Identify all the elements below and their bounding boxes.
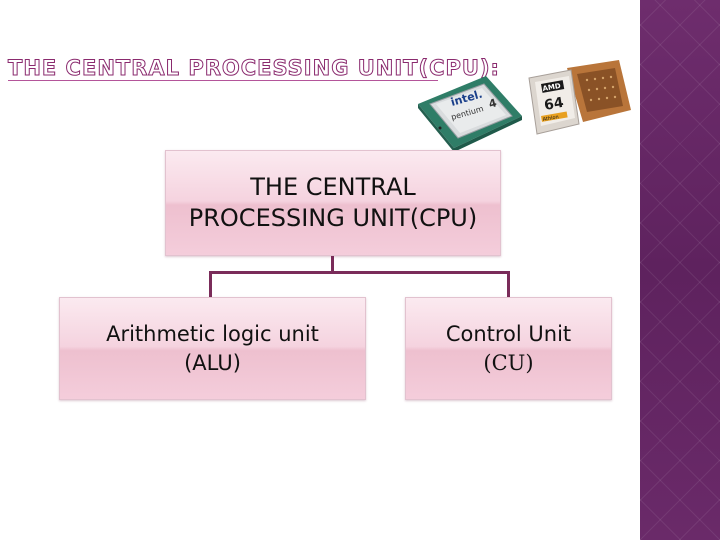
amd-badge-text: Athlon — [542, 114, 559, 123]
title-underline — [8, 80, 438, 81]
amd-model-text: 64 — [543, 95, 565, 114]
cpu-root-box: THE CENTRAL PROCESSING UNIT(CPU) — [165, 150, 501, 256]
connector-right-drop — [507, 271, 510, 297]
cu-label-line2: (CU) — [483, 350, 534, 375]
cpu-root-label: THE CENTRAL PROCESSING UNIT(CPU) — [189, 172, 477, 234]
connector-root-stem — [331, 254, 334, 273]
intel-number-text: 4 — [487, 96, 498, 111]
amd-brand-text: AMD — [542, 82, 561, 93]
connector-left-drop — [209, 271, 212, 297]
alu-label: Arithmetic logic unit (ALU) — [106, 320, 319, 378]
alu-box: Arithmetic logic unit (ALU) — [59, 297, 366, 400]
decorative-side-band — [640, 0, 720, 540]
amd-athlon-chip-image: AMD 64 Athlon — [528, 60, 631, 135]
cpu-label-line1: THE CENTRAL — [250, 173, 416, 201]
connector-horizontal — [209, 271, 510, 274]
cu-label: Control Unit (CU) — [446, 320, 571, 378]
slide-title: THE CENTRAL PROCESSING UNIT(CPU): — [8, 56, 500, 81]
alu-label-line2: (ALU) — [184, 350, 241, 375]
cu-box: Control Unit (CU) — [405, 297, 612, 400]
cu-label-line1: Control Unit — [445, 321, 572, 346]
cpu-label-line2: PROCESSING UNIT(CPU) — [188, 204, 478, 232]
alu-label-line1: Arithmetic logic unit — [106, 321, 319, 346]
intel-pentium-chip-image: intel. pentium 4 — [418, 76, 522, 152]
